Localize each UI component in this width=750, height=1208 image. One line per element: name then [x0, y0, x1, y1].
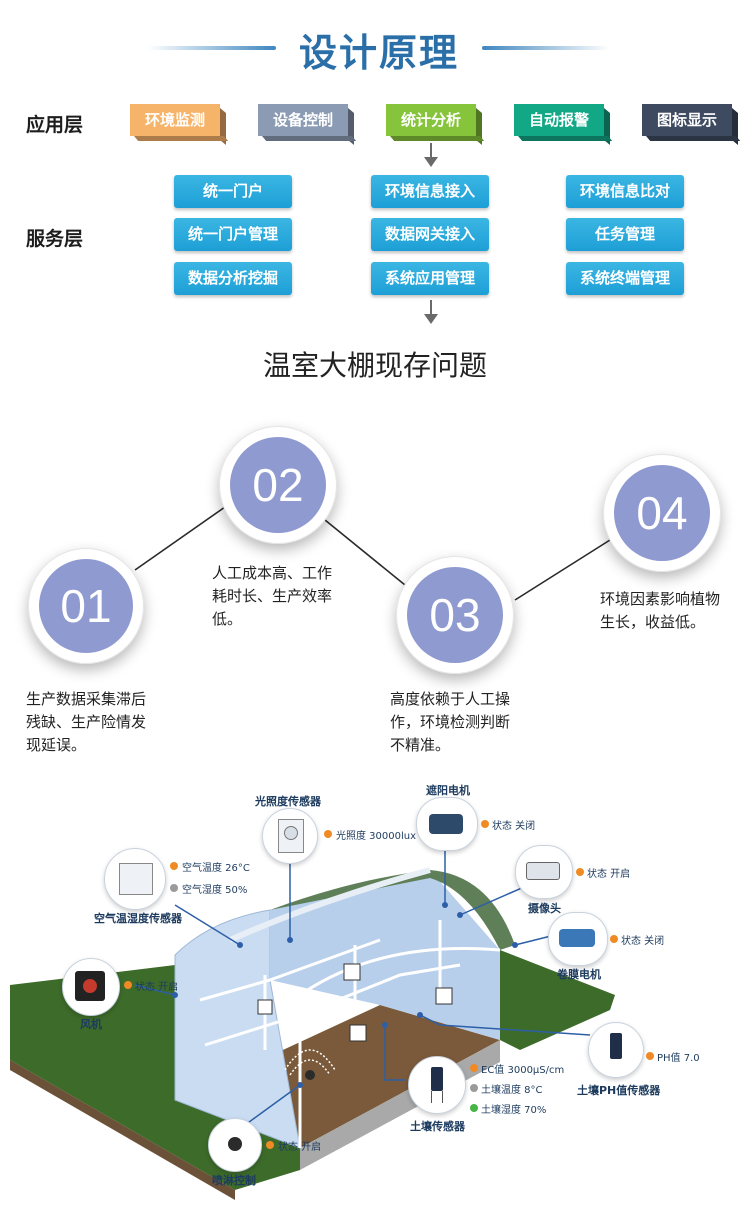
connector-lines: [134, 499, 611, 601]
film-motor-dot: [610, 935, 618, 943]
fan-icon: [62, 958, 120, 1016]
service-app-management: 系统应用管理: [371, 262, 489, 295]
problem-circle-01: 01: [28, 548, 144, 664]
air-temp-dot: [170, 862, 178, 870]
service-env-info-access: 环境信息接入: [371, 175, 489, 208]
problem-number-01: 01: [39, 559, 133, 653]
sprinkler-label: 喷淋控制: [212, 1174, 256, 1187]
tile-icon-display: 图标显示: [642, 104, 732, 136]
shade-motor-status: 状态 关闭: [492, 821, 536, 832]
camera-icon: [515, 845, 573, 899]
soil-humidity-dot: [470, 1104, 478, 1112]
service-gateway-access: 数据网关接入: [371, 218, 489, 251]
film-motor-status: 状态 关闭: [621, 936, 665, 947]
film-motor-label: 卷膜电机: [557, 968, 601, 981]
sprinkler-status: 状态 开启: [278, 1142, 322, 1153]
problem-text-01: 生产数据采集滞后 残缺、生产险情发 现延误。: [26, 690, 147, 754]
tile-statistics: 统计分析: [386, 104, 476, 136]
light-sensor-dot: [324, 830, 332, 838]
soil-ec-dot: [470, 1064, 478, 1072]
ph-sensor-reading: PH值 7.0: [657, 1053, 700, 1064]
problem-text-02: 人工成本高、工作 耗时长、生产效率 低。: [212, 564, 333, 628]
shade-motor-dot: [481, 820, 489, 828]
tile-auto-alarm: 自动报警: [514, 104, 604, 136]
sprinkler-dot: [266, 1141, 274, 1149]
soil-temp-reading: 土壤温度 8°C: [481, 1085, 543, 1096]
service-unified-portal: 统一门户: [174, 175, 292, 208]
soil-sensor-icon: [408, 1056, 466, 1114]
problem-circle-04: 04: [603, 454, 721, 572]
light-sensor-label: 光照度传感器: [255, 795, 321, 808]
shade-roof: [270, 870, 515, 950]
air-humidity-reading: 空气湿度 50%: [182, 885, 248, 896]
soil-ec-reading: EC值 3000μS/cm: [481, 1065, 565, 1076]
arrow-down-2: [424, 300, 438, 324]
ph-sensor-icon: [588, 1022, 644, 1078]
sprinkler-icon: [208, 1118, 262, 1172]
arrow-down-1: [424, 143, 438, 167]
header-line-left: [148, 46, 276, 50]
service-layer-label: 服务层: [26, 228, 84, 250]
light-sensor-icon: [262, 808, 318, 864]
film-motor-icon: [548, 912, 608, 966]
soil-sensor-label: 土壤传感器: [410, 1120, 465, 1133]
soil-temp-dot: [470, 1084, 478, 1092]
problems-title: 温室大棚现存问题: [262, 349, 487, 382]
tile-env-monitor: 环境监测: [130, 104, 220, 136]
problem-number-02: 02: [230, 437, 326, 533]
problem-circle-03: 03: [396, 556, 514, 674]
shade-motor-label: 遮阳电机: [426, 784, 470, 797]
problem-text-03: 高度依赖于人工操 作，环境检测判断 不精准。: [390, 690, 511, 754]
service-data-mining: 数据分析挖掘: [174, 262, 292, 295]
problem-text-04: 环境因素影响植物 生长，收益低。: [600, 590, 721, 631]
header-line-right: [482, 46, 610, 50]
air-sensor-label: 空气温湿度传感器: [94, 912, 182, 925]
service-portal-management: 统一门户管理: [174, 218, 292, 251]
air-humidity-dot: [170, 884, 178, 892]
ph-sensor-dot: [646, 1052, 654, 1060]
problem-circle-02: 02: [219, 426, 337, 544]
camera-label: 摄像头: [528, 902, 561, 915]
soil-humidity-reading: 土壤湿度 70%: [481, 1105, 547, 1116]
page-title: 设计原理: [298, 31, 459, 75]
greenhouse-illustration: [10, 840, 615, 1200]
fan-label: 风机: [80, 1018, 102, 1031]
grass-left-edge: [10, 1060, 235, 1200]
shade-motor-icon: [416, 797, 478, 851]
service-task-management: 任务管理: [566, 218, 684, 251]
camera-status: 状态 开启: [587, 869, 631, 880]
service-terminal-management: 系统终端管理: [566, 262, 684, 295]
problem-number-03: 03: [407, 567, 503, 663]
tile-device-control: 设备控制: [258, 104, 348, 136]
air-sensor-icon: [104, 848, 166, 910]
light-sensor-reading: 光照度 30000lux: [336, 831, 417, 842]
problem-number-04: 04: [614, 465, 710, 561]
app-layer-label: 应用层: [26, 114, 84, 136]
camera-dot: [576, 868, 584, 876]
air-temp-reading: 空气温度 26°C: [182, 863, 250, 874]
service-env-info-compare: 环境信息比对: [566, 175, 684, 208]
fan-status: 状态 开启: [135, 982, 179, 993]
fan-dot: [124, 981, 132, 989]
grass-right: [500, 950, 615, 1050]
ph-sensor-label: 土壤PH值传感器: [577, 1084, 661, 1097]
